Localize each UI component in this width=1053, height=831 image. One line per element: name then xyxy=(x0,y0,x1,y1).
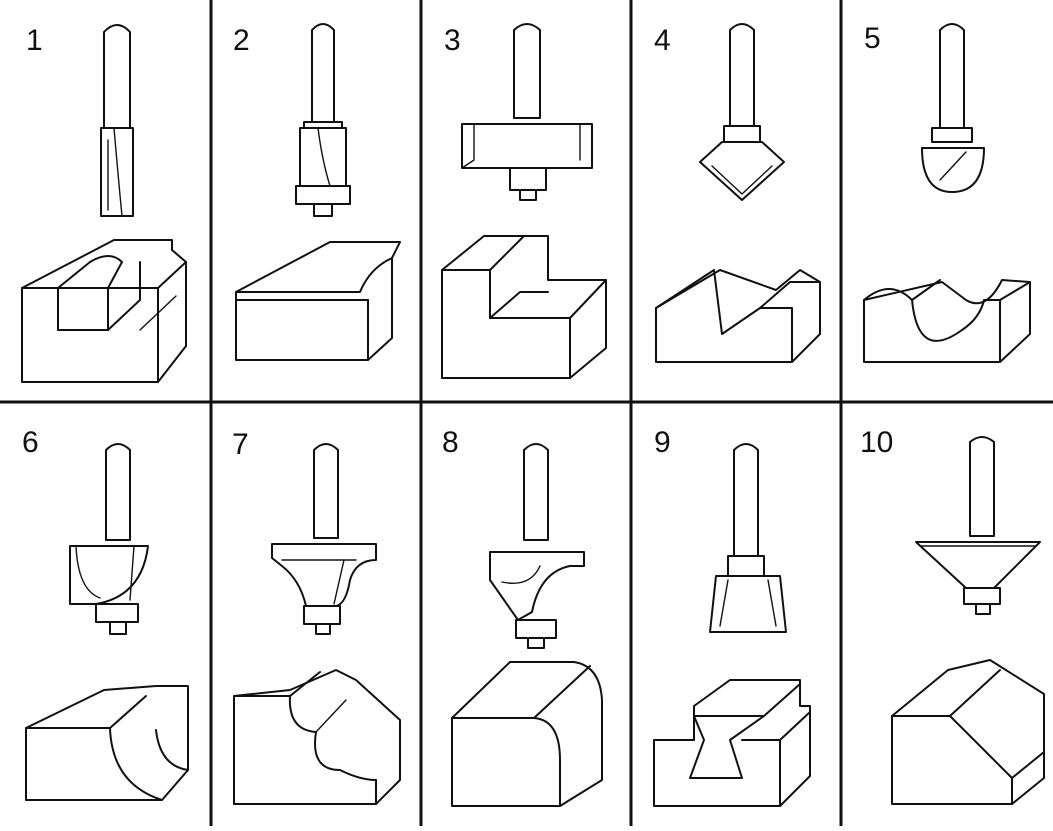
rabbet-profile-icon xyxy=(441,235,607,379)
cove-profile-icon xyxy=(25,685,189,801)
cell-3-number: 3 xyxy=(444,24,461,57)
v-groove-bit-icon xyxy=(699,23,785,201)
cell-2-number: 2 xyxy=(233,24,250,57)
cell-10-number: 10 xyxy=(860,426,894,459)
cell-1-number: 1 xyxy=(26,24,43,57)
flush-trim-bit-icon xyxy=(295,23,351,217)
v-groove-profile-icon xyxy=(655,269,821,363)
chamfer-profile-icon xyxy=(891,659,1045,805)
rabbeting-bit-icon xyxy=(461,23,593,201)
cell-6-number: 6 xyxy=(22,426,39,459)
roundover-profile-icon xyxy=(451,661,603,807)
cove-bit-icon xyxy=(69,443,149,635)
cell-8-number: 8 xyxy=(442,426,459,459)
cell-4-number: 4 xyxy=(654,24,671,57)
straight-bit-icon xyxy=(100,24,134,217)
straight-groove-profile-icon xyxy=(21,239,187,383)
cell-7-number: 7 xyxy=(232,428,249,461)
ogee-profile-icon xyxy=(233,669,401,805)
roman-ogee-bit-icon xyxy=(271,443,377,635)
core-box-profile-icon xyxy=(863,279,1031,363)
chamfer-bit-icon xyxy=(915,436,1041,615)
roundover-bit-icon xyxy=(489,443,585,649)
dovetail-bit-icon xyxy=(709,443,787,633)
dovetail-profile-icon xyxy=(653,679,811,807)
core-box-bit-icon xyxy=(921,23,985,193)
cell-9-number: 9 xyxy=(654,426,671,459)
flush-trim-profile-icon xyxy=(235,241,401,361)
cell-5-number: 5 xyxy=(864,22,881,55)
